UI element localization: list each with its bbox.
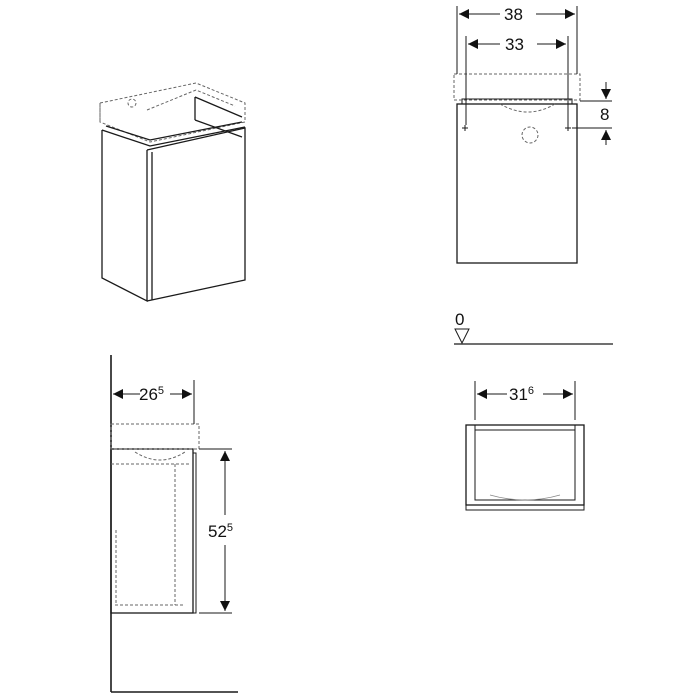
- dimension-depth: 265: [139, 385, 164, 404]
- floor-reference: [454, 328, 613, 345]
- top-view: [465, 381, 585, 511]
- front-view: [453, 6, 612, 264]
- dimension-inner-width: 316: [509, 385, 534, 404]
- side-view: [110, 355, 238, 693]
- dimension-mount-spacing: 33: [505, 35, 524, 54]
- isometric-view: [99, 82, 246, 303]
- floor-level-label: 0: [455, 310, 464, 329]
- dimension-height: 525: [208, 522, 233, 541]
- dimension-mount-height: 8: [600, 105, 609, 124]
- dimension-overall-width: 38: [504, 5, 523, 24]
- washbasin-outline: [99, 82, 246, 143]
